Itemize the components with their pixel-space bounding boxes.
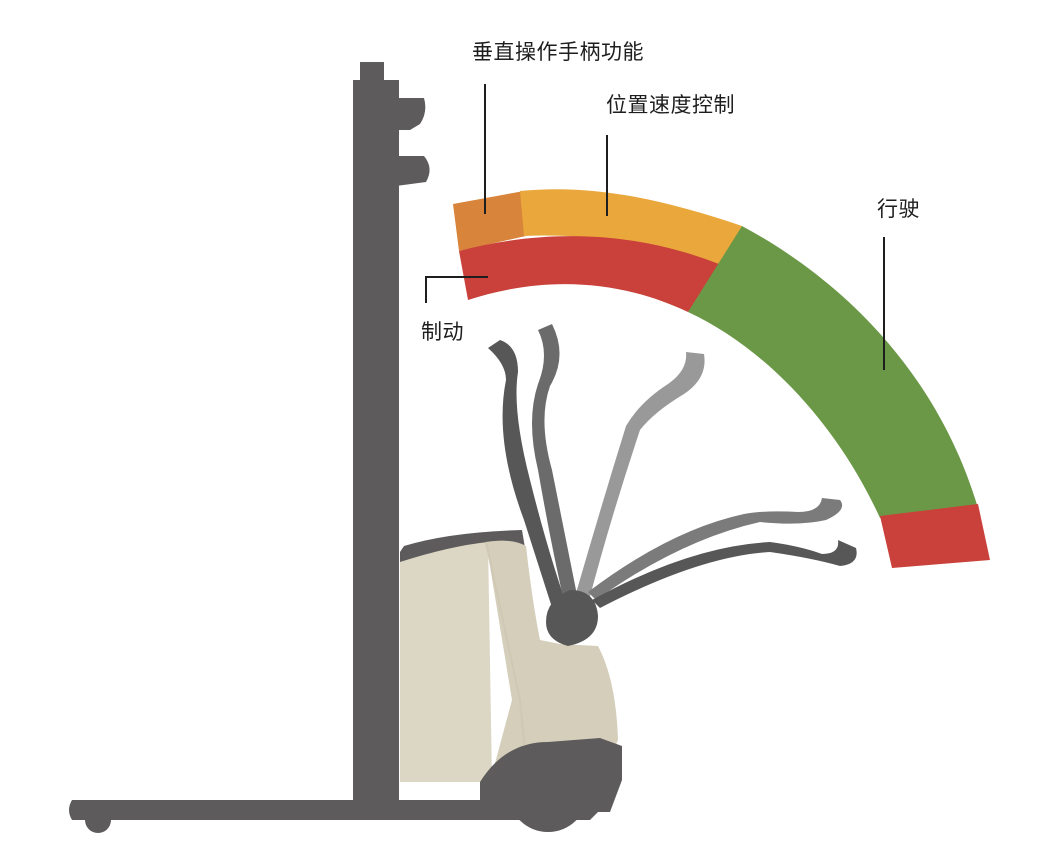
zone-position-speed [520, 189, 742, 268]
leader-lines [425, 84, 885, 370]
forklift-mast [353, 62, 430, 800]
tiller-handles [488, 324, 857, 646]
label-vertical-handle-function: 垂直操作手柄功能 [472, 40, 644, 64]
truck-body [400, 530, 622, 832]
leader-brake [425, 276, 488, 303]
zone-vertical-handle [453, 191, 526, 251]
control-zones-arc [453, 189, 990, 568]
label-braking: 制动 [421, 320, 464, 344]
fork-base [69, 800, 598, 833]
label-position-speed-control: 位置速度控制 [606, 93, 735, 117]
label-driving: 行驶 [877, 197, 920, 221]
zone-brake-lower [880, 504, 990, 568]
zone-brake-upper [459, 236, 724, 312]
zone-drive [688, 226, 978, 518]
